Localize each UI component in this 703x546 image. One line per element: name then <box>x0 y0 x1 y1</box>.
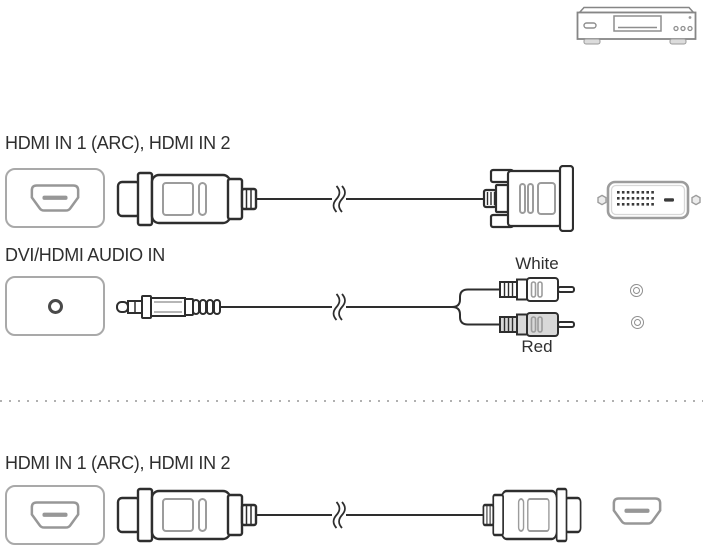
rca-plug-red-icon <box>499 312 575 337</box>
cable-line <box>256 198 484 200</box>
dvd-player-icon <box>576 6 697 45</box>
white-plug-label: White <box>515 254 559 273</box>
hdmi-connector-icon <box>482 487 582 543</box>
hdmi-plug-shape-icon <box>30 501 80 529</box>
hdmi-port-icon <box>5 168 105 228</box>
hdmi-in-label: HDMI IN 1 (ARC), HDMI IN 2 <box>5 133 231 153</box>
cable-break-icon <box>332 185 346 213</box>
rca-jack-icon <box>631 316 644 329</box>
stereo-miniplug-icon <box>116 295 226 319</box>
audio-jack-hole-icon <box>47 298 63 314</box>
hdmi-port-icon <box>5 485 105 545</box>
audio-in-port-icon <box>5 276 105 336</box>
red-plug-label: Red <box>521 337 553 356</box>
rca-jack-icon <box>630 284 643 297</box>
rca-plug-white-icon <box>499 277 575 302</box>
cable-break-icon <box>332 293 346 321</box>
cable-split-icon <box>443 288 500 326</box>
cable-line <box>256 514 484 516</box>
dvi-connector-icon <box>482 165 574 232</box>
hdmi-plug-shape-icon <box>612 497 662 525</box>
rca-jack-hole-icon <box>633 287 640 294</box>
cable-break-icon <box>332 501 346 529</box>
rca-jack-hole-icon <box>634 319 641 326</box>
hdmi-connector-icon <box>116 487 258 543</box>
audio-in-label: DVI/HDMI AUDIO IN <box>5 245 165 265</box>
hdmi-in-label: HDMI IN 1 (ARC), HDMI IN 2 <box>5 453 231 473</box>
hdmi-connector-icon <box>116 171 258 227</box>
hdmi-plug-shape-icon <box>30 184 80 212</box>
dvi-port-icon <box>597 180 701 220</box>
section-divider <box>0 400 703 402</box>
